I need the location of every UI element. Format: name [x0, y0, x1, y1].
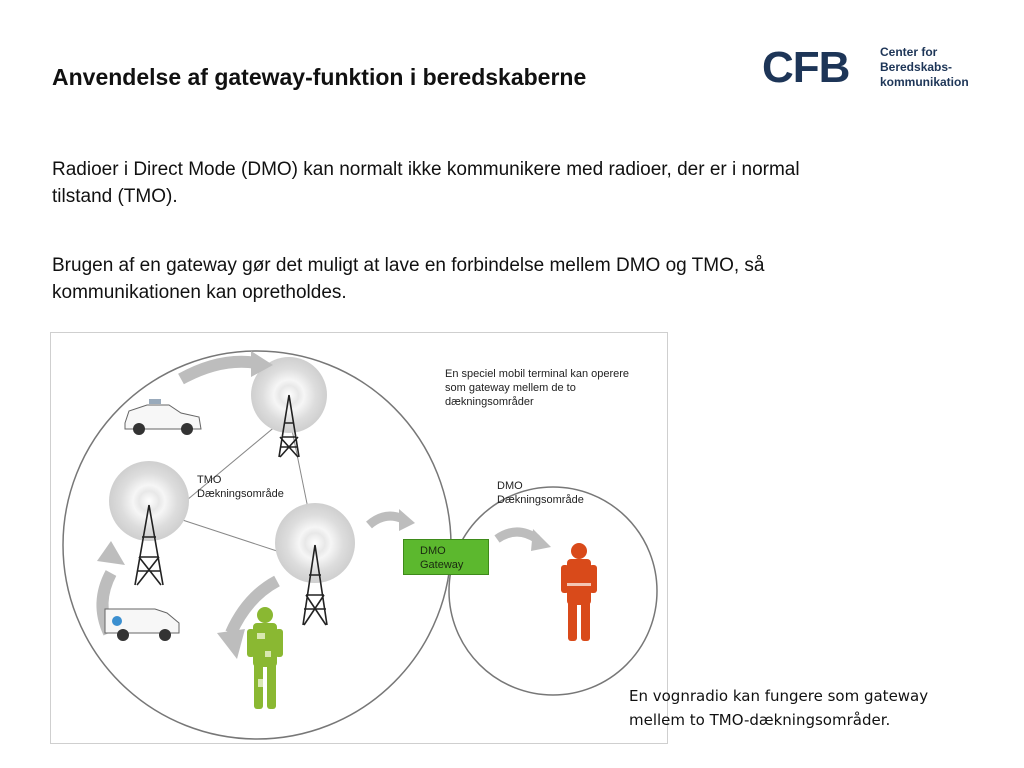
logo-text: Center for Beredskabs- kommunikation [880, 45, 969, 90]
diagram-graphic [62, 350, 658, 740]
tower-link [180, 414, 290, 506]
page-title: Anvendelse af gateway-funktion i beredsk… [52, 64, 587, 90]
logo-mark: CFB [762, 43, 850, 92]
person-dmo-icon [561, 543, 597, 641]
logo-text-line3: kommunikation [880, 75, 969, 89]
curved-arrow-icon [225, 575, 280, 636]
tmo-coverage-label: TMO Dækningsområde [197, 473, 284, 501]
dmo-label-line2: Dækningsområde [497, 494, 584, 506]
tower-icon [278, 394, 300, 458]
logo-text-line1: Center for [880, 45, 938, 59]
curved-arrow-icon [178, 355, 258, 385]
intro-paragraph: Radioer i Direct Mode (DMO) kan normalt … [52, 159, 800, 207]
cfb-logo: CFB Center for Beredskabs- kommunikation [762, 44, 992, 96]
tmo-label-line1: TMO [197, 474, 222, 486]
gateway-box-line1: DMO [420, 545, 446, 557]
dmo-coverage-circle [448, 486, 658, 696]
ambulance-icon [104, 608, 180, 641]
gateway-paragraph: Brugen af en gateway gør det muligt at l… [52, 255, 765, 303]
caption-line1: En vognradio kan fungere som gateway [629, 687, 929, 705]
dmo-coverage-label: DMO Dækningsområde [497, 479, 584, 507]
dmo-gateway-box: DMO Gateway [403, 539, 489, 575]
cell-disc-left [109, 461, 189, 541]
person-tmo-icon [247, 607, 283, 709]
gateway-note-line2: som gateway mellem de to [445, 382, 576, 394]
gateway-diagram: En speciel mobil terminal kan operere so… [50, 332, 668, 744]
gateway-note-line3: dækningsområder [445, 396, 534, 408]
dmo-label-line1: DMO [497, 480, 523, 492]
tower-icon [134, 504, 164, 586]
tower-icon [302, 544, 328, 626]
gateway-note-label: En speciel mobil terminal kan operere so… [445, 367, 629, 409]
caption-line2: mellem to TMO-dækningsområder. [629, 711, 891, 729]
tmo-label-line2: Dækningsområde [197, 488, 284, 500]
diagram-caption: En vognradio kan fungere som gateway mel… [629, 684, 1009, 732]
gateway-box-line2: Gateway [420, 559, 464, 571]
police-car-icon [124, 399, 202, 435]
cell-disc-center [275, 503, 355, 583]
gateway-note-line1: En speciel mobil terminal kan operere [445, 368, 630, 380]
logo-text-line2: Beredskabs- [880, 60, 953, 74]
